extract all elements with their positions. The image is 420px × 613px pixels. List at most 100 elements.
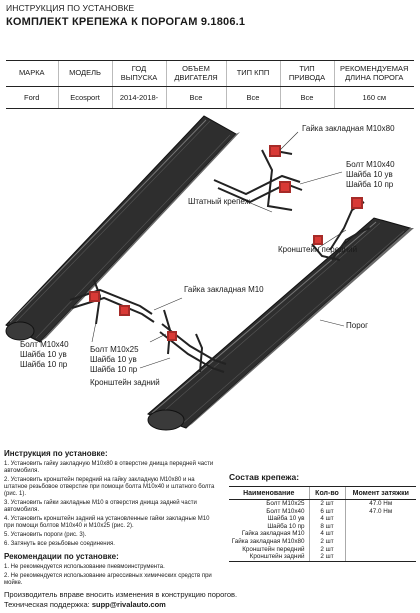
kit-item-torque: 47.0 Нм — [344, 499, 416, 508]
kit-item-name: Болт М10х25 — [266, 500, 305, 507]
label-bolt-left: Болт М10х40 — [20, 340, 69, 349]
right-threshold-board — [147, 217, 414, 431]
kit-table: Наименование Кол-во Момент затяжки Болт … — [229, 486, 416, 562]
kit-item-name: Кронштейн задний — [229, 553, 309, 562]
footer-support: Техническая поддержка: supp@rivalauto.co… — [4, 600, 166, 609]
kit-item-torque — [344, 530, 416, 538]
label-washer-pr-mid: Шайба 10 пр — [90, 365, 138, 374]
spec-drive: Все — [279, 86, 334, 109]
spec-length: 160 см — [333, 86, 414, 109]
recommendations-list: Не рекомендуется использование пневмоинс… — [4, 564, 218, 589]
installation-drawing — [5, 115, 414, 431]
support-email[interactable]: supp@rivalauto.com — [91, 600, 166, 609]
spec-make: Ford — [6, 86, 58, 109]
kit-item-qty: 8 шт — [308, 522, 345, 531]
kit-item-qty: 2 шт — [308, 553, 345, 562]
recommendation-1: Не рекомендуется использование пневмоинс… — [4, 564, 218, 571]
spec-header-gearbox: ТИП КПП — [225, 60, 280, 87]
kit-header-qty: Кол-во — [308, 486, 345, 500]
kit-header-torque: Момент затяжки — [344, 486, 416, 500]
kit-item-name: Болт М10х40 — [266, 507, 305, 515]
rear-bracket-left — [69, 279, 155, 325]
kit-item-name: Гайка закладная М10 — [241, 530, 305, 538]
instructions-title: Инструкция по установке: — [4, 449, 108, 458]
instruction-step-6: Затянуть все резьбовые соединения. — [4, 541, 218, 548]
kit-item-torque — [344, 515, 416, 523]
instruction-step-3: Установить гайки закладные М10 в отверст… — [4, 500, 218, 514]
kit-header-row: Наименование Кол-во Момент затяжки — [229, 486, 416, 500]
instruction-heading: ИНСТРУКЦИЯ ПО УСТАНОВКЕ — [6, 3, 135, 13]
spec-value-row: Ford Ecosport 2014-2018- Все Все Все 160… — [6, 86, 414, 109]
spec-gearbox: Все — [225, 86, 280, 109]
label-bracket-front: Кронштейн передний — [278, 245, 358, 254]
label-washer-uv-mid: Шайба 10 ув — [90, 355, 137, 364]
spec-header-drive: ТИП ПРИВОДА — [279, 60, 334, 87]
instruction-step-2: Установить кронштейн передний на гайку з… — [4, 477, 218, 499]
spec-header-row: МАРКА МОДЕЛЬ ГОД ВЫПУСКА ОБЪЕМ ДВИГАТЕЛЯ… — [6, 60, 414, 87]
spec-model: Ecosport — [57, 86, 112, 109]
instruction-step-1: Установить гайку закладную М10х80 в отве… — [4, 461, 218, 475]
nut-red-1 — [269, 145, 281, 157]
nut-red-3 — [351, 197, 363, 209]
instruction-step-5: Установить пороги (рис. 3). — [4, 532, 218, 539]
kit-item-torque — [344, 522, 416, 531]
kit-header-name: Наименование — [229, 486, 309, 500]
support-label: Техническая поддержка: — [4, 600, 90, 609]
kit-item-name: Кронштейн передний — [242, 545, 305, 553]
kit-item-name: Гайка закладная М10х80 — [231, 537, 305, 545]
label-nut-m10x80: Гайка закладная М10х80 — [302, 124, 395, 133]
kit-item-qty: 4 шт — [308, 515, 345, 523]
kit-title: Состав крепежа: — [229, 472, 300, 482]
kit-item-qty: 2 шт — [308, 545, 345, 554]
spec-header-length: РЕКОМЕНДУЕМАЯ ДЛИНА ПОРОГА — [333, 60, 414, 87]
spec-year: 2014-2018- — [111, 86, 166, 109]
leader-lines — [91, 131, 347, 369]
nut-red-4 — [313, 235, 323, 245]
spec-header-year: ГОД ВЫПУСКА — [111, 60, 166, 87]
recommendations-title: Рекомендации по установке: — [4, 552, 119, 561]
instructions-list: Установить гайку закладную М10х80 в отве… — [4, 461, 218, 550]
front-bracket-left — [213, 145, 303, 211]
label-std-mount: Штатный крепеж — [188, 197, 251, 206]
kit-item-qty: 4 шт — [308, 530, 345, 538]
spec-header-engine: ОБЪЕМ ДВИГАТЕЛЯ — [165, 60, 226, 87]
document-title: КОМПЛЕКТ КРЕПЕЖА К ПОРОГАМ 9.1806.1 — [6, 16, 246, 28]
instruction-step-4: Установить кронштейн задний на установле… — [4, 516, 218, 530]
label-bracket-rear: Кронштейн задний — [90, 378, 160, 387]
label-washer-pr-top: Шайба 10 пр — [346, 180, 394, 189]
label-bolt-top: Болт М10х40 — [346, 160, 395, 169]
label-bolt-m10x25: Болт М10х25 — [90, 345, 139, 354]
nut-red-5 — [89, 291, 100, 302]
nut-red-6 — [119, 305, 130, 316]
label-threshold: Порог — [346, 321, 369, 330]
kit-item-qty: 2 шт — [308, 499, 345, 508]
spec-header-make: МАРКА — [6, 60, 58, 87]
kit-item-name: Шайба 10 ув — [267, 515, 305, 523]
spec-header-model: МОДЕЛЬ — [57, 60, 112, 87]
label-nut-m10: Гайка закладная М10 — [184, 285, 264, 294]
left-threshold-board — [5, 115, 240, 343]
kit-item-torque — [344, 553, 416, 562]
footer-disclaimer: Производитель вправе вносить изменения в… — [4, 590, 238, 599]
nut-red-2 — [279, 181, 291, 193]
vehicle-spec-table: МАРКА МОДЕЛЬ ГОД ВЫПУСКА ОБЪЕМ ДВИГАТЕЛЯ… — [6, 60, 414, 109]
recommendation-2: Не рекомендуется использование агрессивн… — [4, 573, 218, 587]
kit-item-torque — [344, 537, 416, 546]
kit-item-qty: 2 шт — [308, 537, 345, 546]
label-washer-uv-top: Шайба 10 ув — [346, 170, 393, 179]
spec-engine: Все — [165, 86, 226, 109]
kit-item-torque — [344, 545, 416, 554]
front-bracket-right — [311, 197, 371, 261]
label-washer-pr-left: Шайба 10 пр — [20, 360, 68, 369]
kit-item-torque: 47.0 Нм — [344, 507, 416, 516]
label-washer-uv-left: Шайба 10 ув — [20, 350, 67, 359]
nut-red-7 — [167, 331, 177, 341]
